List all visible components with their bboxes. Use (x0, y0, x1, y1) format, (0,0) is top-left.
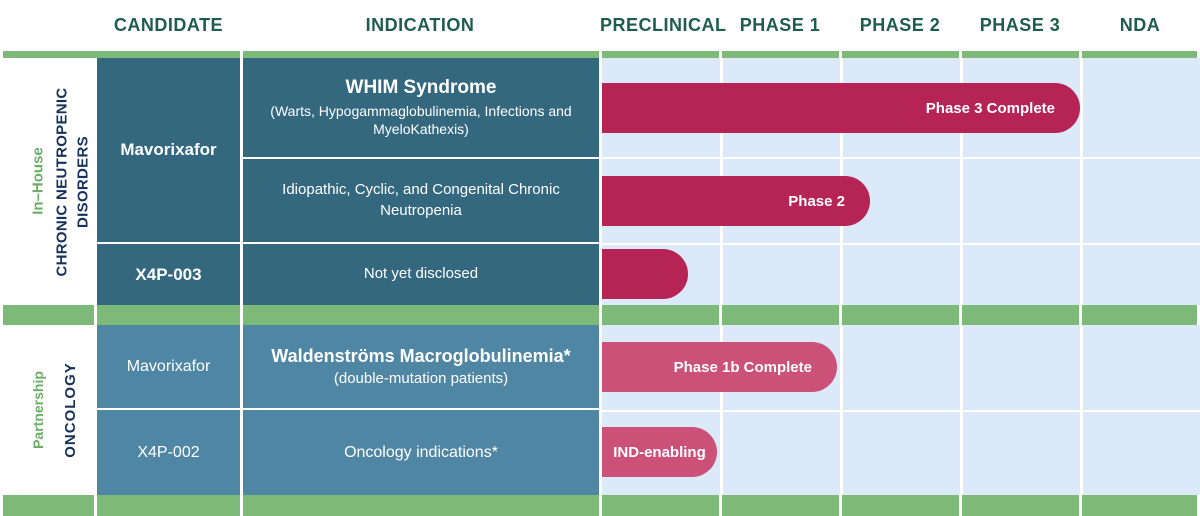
vertical-label-chronic-neutropenic-disorders: CHRONIC NEUTROPENIC DISORDERS (53, 87, 92, 277)
separator-band-middle (0, 305, 1200, 325)
header-cell-preclinical: PRECLINICAL (600, 15, 727, 35)
header-cell-phase2: PHASE 2 (859, 15, 941, 35)
progress-bar-whim: Phase 3 Complete (602, 83, 1080, 133)
progress-bar-neutropenia: Phase 2 (602, 176, 870, 226)
indication-subtitle: (Warts, Hypogammaglobulinemia, Infection… (270, 103, 572, 138)
header-cell-phase3: PHASE 3 (979, 15, 1061, 35)
progress-bar-x4p003 (602, 249, 688, 299)
header-cell-nda: NDA (1119, 15, 1161, 35)
chart-area: Phase 3 Complete Phase 2 Phase 1b Comple… (602, 58, 1200, 495)
gridline-vertical (960, 58, 963, 495)
progress-bar-x4p002: IND-enabling (602, 427, 717, 477)
header-cell-candidate: CANDIDATE (113, 15, 224, 35)
indication-text: Not yet disclosed (363, 265, 479, 283)
gridline-horizontal (602, 157, 1200, 159)
header-cell-phase1: PHASE 1 (739, 15, 821, 35)
indication-cell-oncology-indications: Oncology indications* (243, 410, 599, 495)
separator-band-top (0, 51, 1200, 58)
indication-title: WHIM Syndrome (345, 77, 497, 99)
indication-subtitle: (double-mutation patients) (333, 370, 509, 387)
bar-label: Phase 2 (788, 192, 845, 210)
indication-title: Waldenströms Macroglobulinemia* (271, 345, 571, 366)
indication-text: Oncology indications* (344, 443, 498, 461)
indication-cell-not-disclosed: Not yet disclosed (243, 244, 599, 305)
indication-cell-whim: WHIM Syndrome (Warts, Hypogammaglobuline… (243, 58, 599, 157)
candidate-cell-mavorixafor-inhouse: Mavorixafor (97, 58, 240, 242)
indication-text: Idiopathic, Cyclic, and Congenital Chron… (282, 181, 560, 219)
vertical-label-oncology: ONCOLOGY (62, 362, 79, 458)
vertical-label-in-house: In–House (29, 147, 47, 215)
gridline-horizontal (602, 243, 1200, 245)
gridline-horizontal (602, 410, 1200, 412)
vertical-label-partnership: Partnership (30, 371, 46, 449)
header-row: CANDIDATE INDICATION PRECLINICAL PHASE 1… (0, 0, 1200, 51)
bar-label: Phase 1b Complete (673, 358, 812, 376)
indication-cell-neutropenia: Idiopathic, Cyclic, and Congenital Chron… (243, 159, 599, 242)
bar-label: Phase 3 Complete (925, 99, 1055, 117)
candidate-cell-x4p-002: X4P-002 (97, 410, 240, 495)
header-cell-indication: INDICATION (365, 15, 475, 35)
gridline-vertical (840, 58, 843, 495)
indication-cell-waldenstroms: Waldenströms Macroglobulinemia* (double-… (243, 325, 599, 408)
progress-bar-waldenstroms: Phase 1b Complete (602, 342, 837, 392)
gridline-vertical (720, 58, 723, 495)
separator-band-bottom (0, 495, 1200, 516)
gridline-vertical (1080, 58, 1083, 495)
candidate-cell-x4p-003: X4P-003 (97, 244, 240, 305)
bar-label: IND-enabling (613, 443, 706, 461)
candidate-cell-mavorixafor-partnership: Mavorixafor (97, 325, 240, 408)
